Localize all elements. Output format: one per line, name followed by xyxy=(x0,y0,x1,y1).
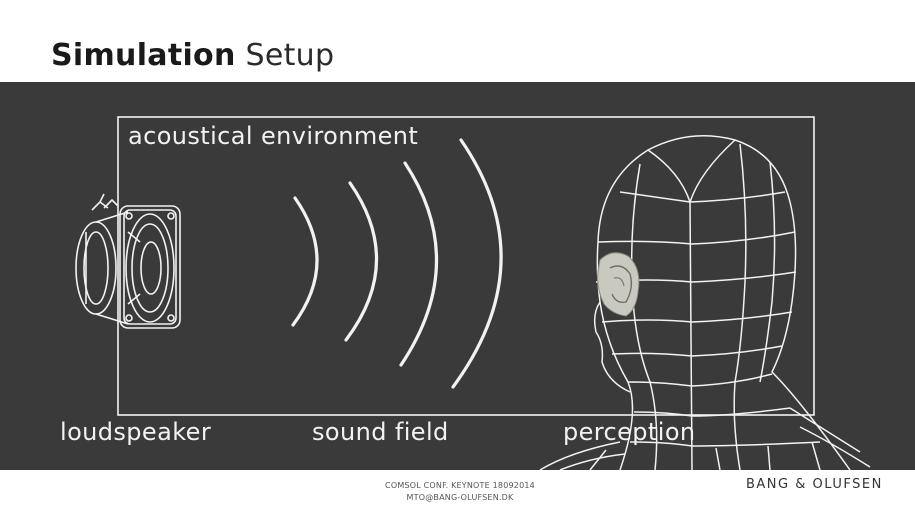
wave-4 xyxy=(451,138,503,389)
diagram-svg xyxy=(75,116,871,470)
sound-field-label: sound field xyxy=(312,418,449,446)
environment-box xyxy=(117,116,815,416)
loudspeaker-label: loudspeaker xyxy=(60,418,212,446)
slide-title: Simulation Setup xyxy=(51,38,334,73)
footer-line-1: COMSOL CONF. KEYNOTE 18092014 xyxy=(385,481,535,490)
footer-line-2: MTO@BANG-OLUFSEN.DK xyxy=(406,493,514,502)
title-bold: Simulation xyxy=(51,38,236,73)
loudspeaker-icon xyxy=(75,193,181,329)
wave-3 xyxy=(399,161,439,367)
wave-1 xyxy=(291,196,319,327)
environment-label: acoustical environment xyxy=(128,122,419,150)
sound-wave-icon xyxy=(291,138,503,389)
brand-logo: BANG & OLUFSEN xyxy=(746,477,883,492)
perception-label: perception xyxy=(563,418,696,446)
title-light: Setup xyxy=(245,38,335,73)
wave-2 xyxy=(344,181,379,342)
wireframe-head-icon xyxy=(539,135,871,470)
ear-icon xyxy=(597,252,640,317)
footer-info: COMSOL CONF. KEYNOTE 18092014 MTO@BANG-O… xyxy=(330,480,590,504)
diagram-stage: acoustical environment loudspeaker sound… xyxy=(0,82,915,470)
